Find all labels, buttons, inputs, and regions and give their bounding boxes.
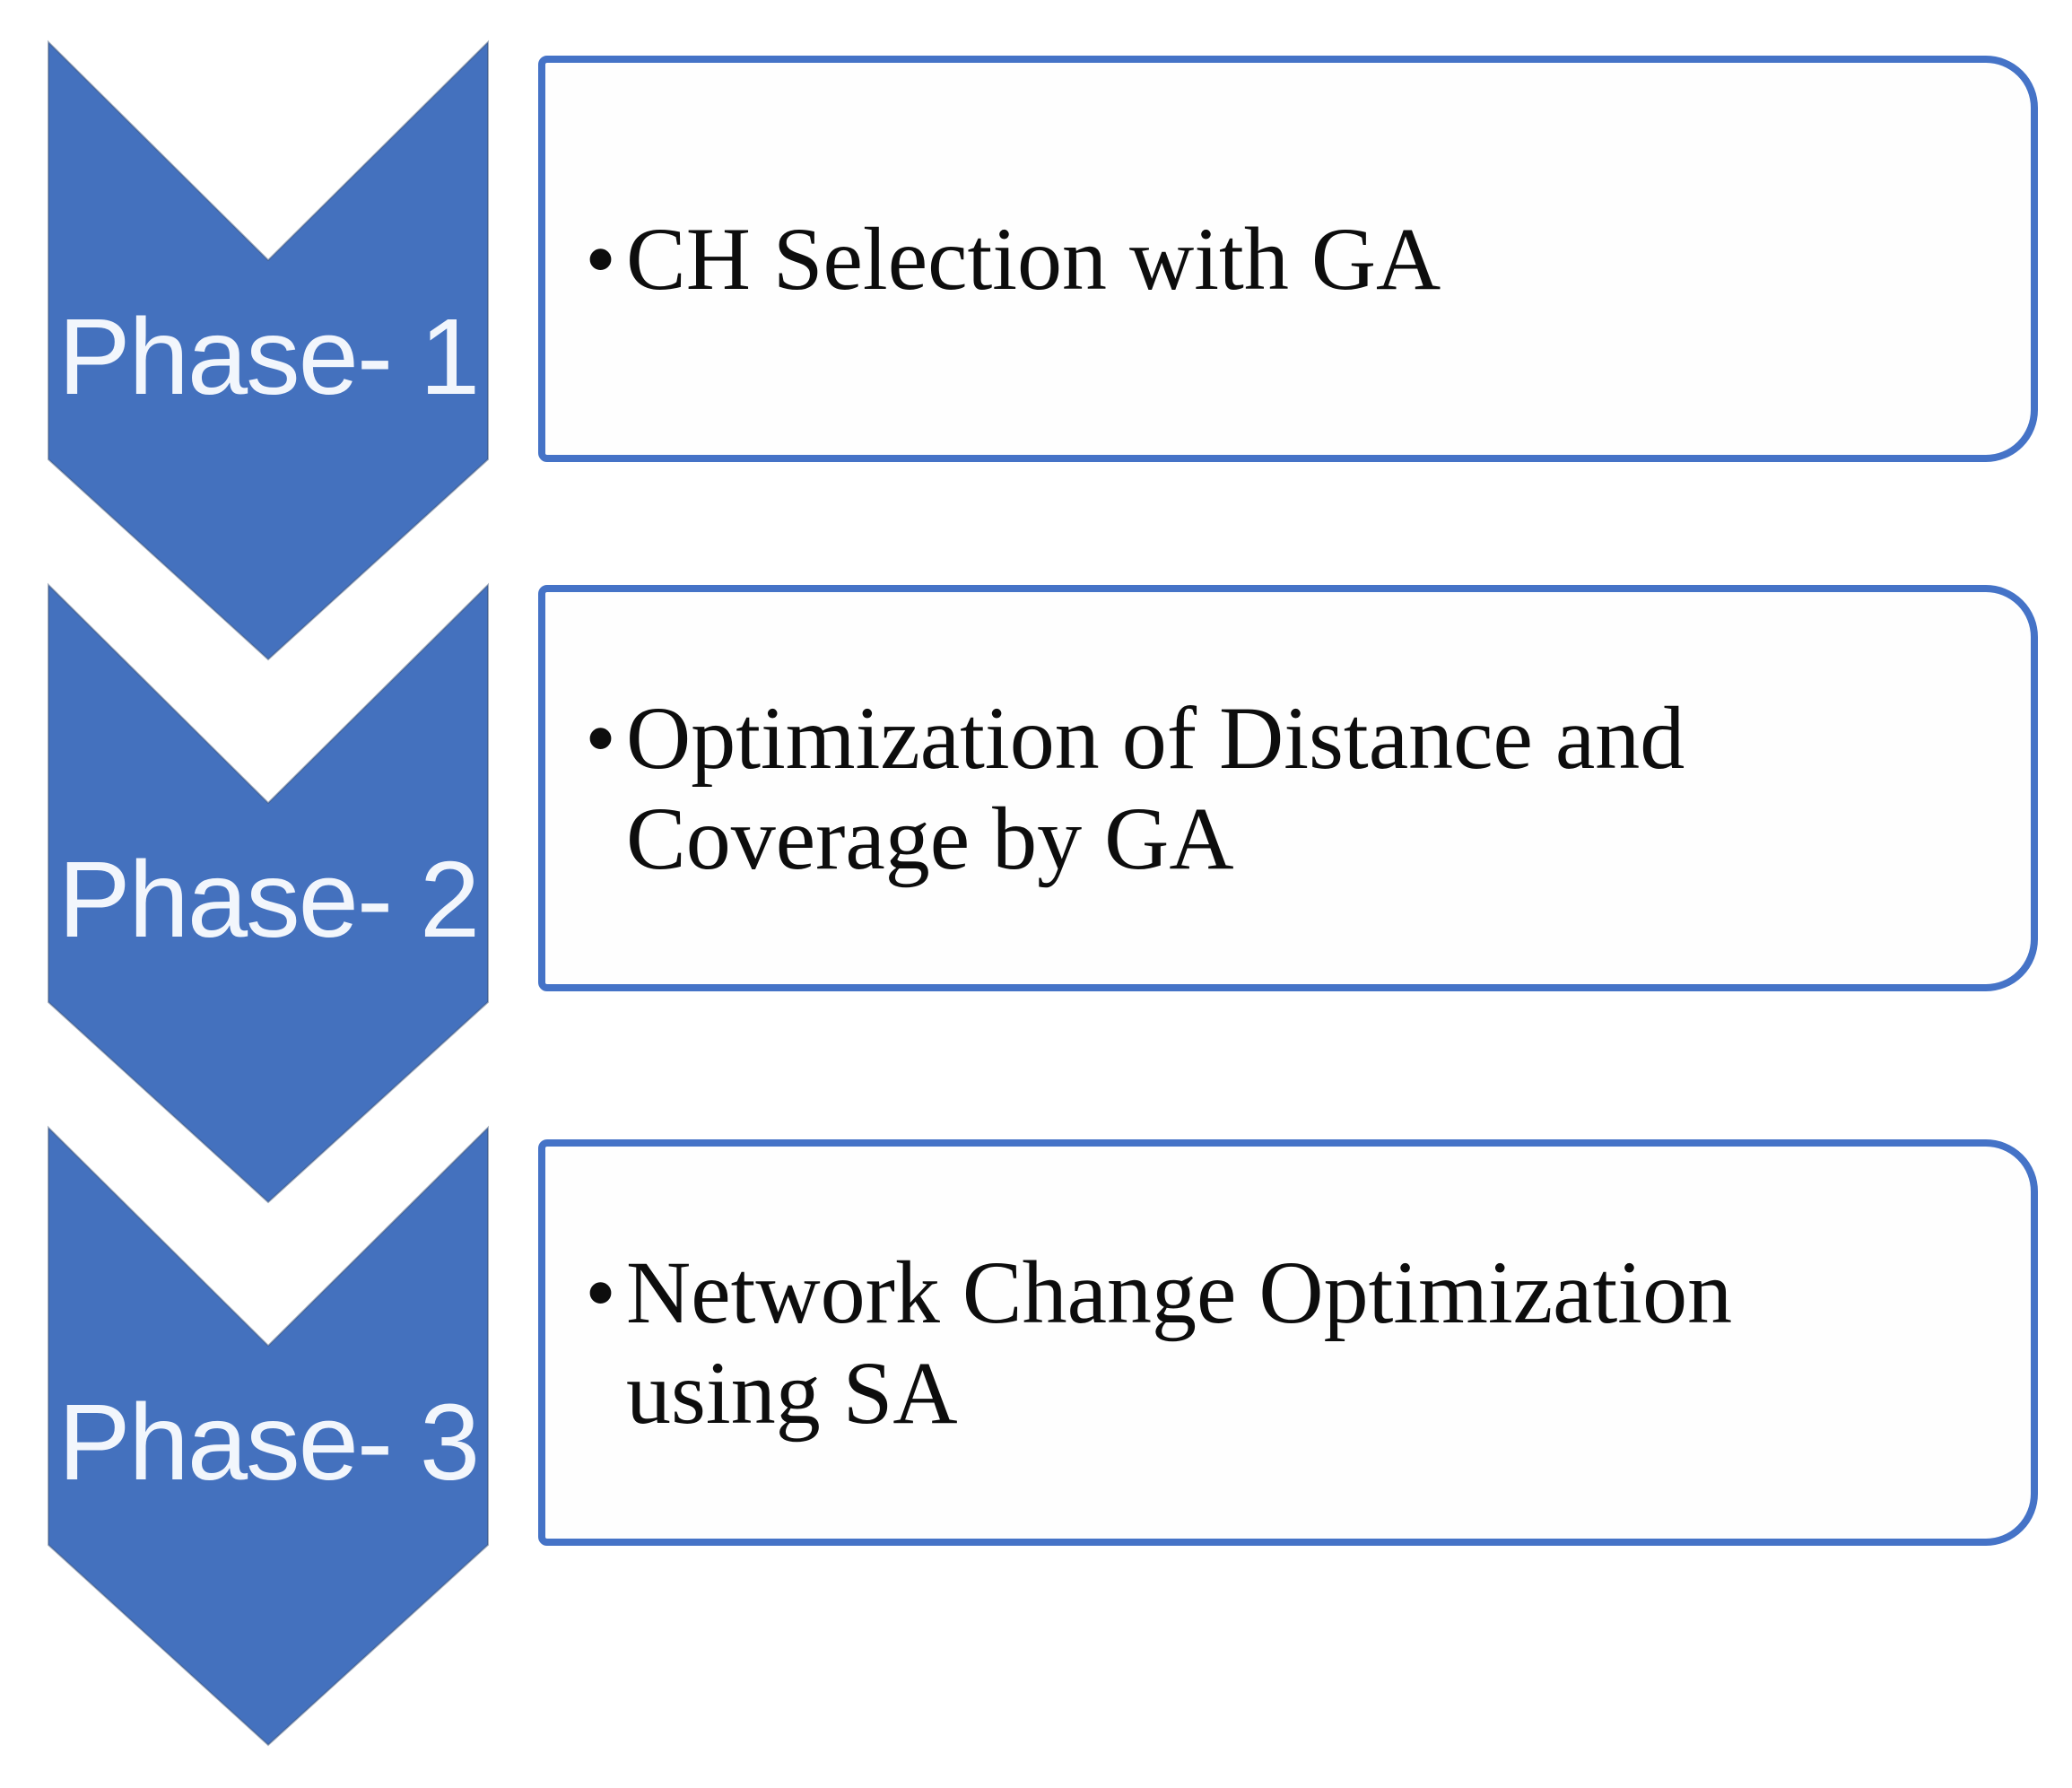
bullet-icon: •: [585, 208, 617, 309]
phase-1-label: Phase- 1: [57, 295, 480, 417]
phase-1-bullet-item: •CH Selection with GA: [585, 209, 2004, 310]
bullet-icon: •: [585, 1242, 617, 1342]
phase-1-text: CH Selection with GA: [626, 208, 1441, 309]
phase-1-content-box: •CH Selection with GA: [538, 56, 2038, 462]
phase-3-label: Phase- 3: [57, 1381, 480, 1503]
chevron-phase-3-icon: [48, 1125, 489, 1747]
chevron-phase-1-icon: [48, 39, 489, 661]
phase-2-label: Phase- 2: [57, 838, 480, 960]
chevron-phase-2-icon: [48, 582, 489, 1204]
bullet-icon: •: [585, 687, 617, 788]
